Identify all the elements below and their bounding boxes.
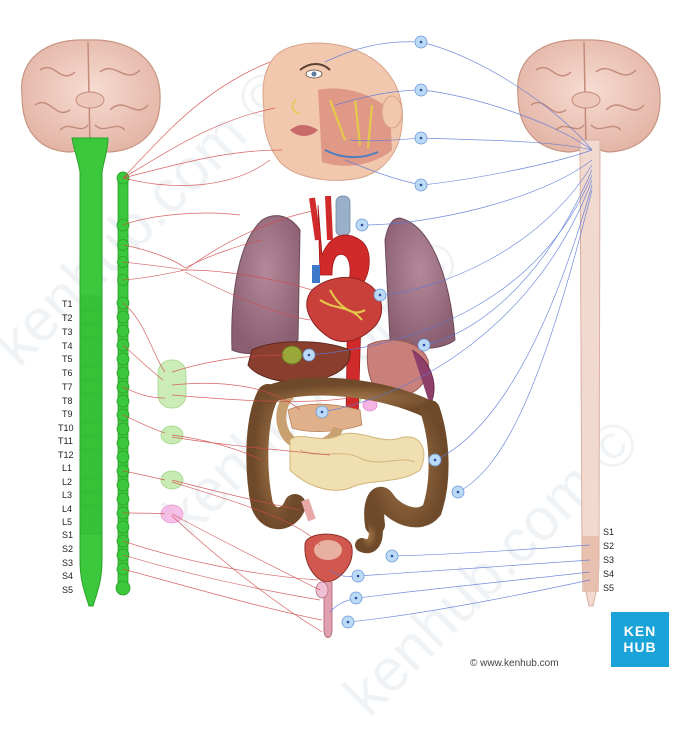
carotid-arteries (309, 195, 333, 241)
left-brain (21, 39, 161, 153)
credit-text: © www.kenhub.com (470, 658, 559, 669)
cord-label-t2: T2 (62, 313, 73, 323)
cord-label-s4: S4 (62, 571, 74, 581)
descending-colon (364, 400, 449, 535)
cord-label-s1: S1 (62, 530, 74, 540)
right-cord-label-s3: S3 (603, 555, 615, 565)
cord-label-s5: S5 (62, 585, 74, 595)
pancreas (287, 403, 363, 432)
face (262, 42, 403, 181)
credit-url: www.kenhub.com (480, 658, 559, 669)
cord-label-s2: S2 (62, 544, 74, 554)
cord-label-l1: L1 (62, 463, 73, 473)
cord-label-t9: T9 (62, 409, 73, 419)
stomach (366, 339, 429, 399)
cord-label-t8: T8 (62, 396, 73, 406)
diagram-canvas (21, 35, 661, 638)
kenhub-logo: KEN HUB (611, 612, 669, 667)
left-spinal-cord (71, 137, 109, 607)
transverse-colon (259, 377, 439, 419)
right-cord-label-s4: S4 (603, 569, 615, 579)
right-brain (517, 39, 661, 153)
cord-label-l5: L5 (62, 517, 73, 527)
cord-label-t6: T6 (62, 368, 73, 378)
cord-label-t5: T5 (62, 354, 73, 364)
sympathetic-chain (115, 171, 131, 596)
cord-label-t7: T7 (62, 382, 73, 392)
left-cord-segments (80, 295, 102, 535)
vena-cava (312, 265, 320, 283)
cord-label-l3: L3 (62, 490, 73, 500)
left-lung (231, 215, 301, 355)
right-cord-label-s1: S1 (603, 527, 615, 537)
autonomic-nervous-system-diagram: kenhub.com © kenhub.com © kenhub.com © (0, 35, 669, 728)
parasympathetic-nerves (309, 41, 593, 623)
cord-label-t4: T4 (62, 341, 73, 351)
testis (315, 581, 329, 599)
logo-line-1: KEN (623, 623, 657, 639)
small-intestine (289, 432, 425, 491)
cord-label-t1: T1 (62, 299, 73, 309)
sympathetic-nerves (122, 61, 351, 633)
cord-label-l2: L2 (62, 477, 73, 487)
cord-label-t11: T11 (58, 436, 73, 446)
spleen (411, 349, 435, 406)
trachea (335, 195, 351, 237)
logo-line-2: HUB (623, 639, 657, 655)
cord-label-s3: S3 (62, 558, 74, 568)
ascending-colon (246, 384, 306, 530)
cord-label-l4: L4 (62, 504, 73, 514)
rectum (301, 498, 316, 522)
right-lung (384, 217, 456, 349)
cord-label-t12: T12 (58, 450, 74, 460)
cord-label-t10: T10 (58, 423, 74, 433)
parasympathetic-ganglia (302, 35, 465, 629)
right-cord-label-s5: S5 (603, 583, 615, 593)
cord-label-t3: T3 (62, 327, 73, 337)
right-cord-label-s2: S2 (603, 541, 615, 551)
sigmoid-colon (355, 518, 383, 554)
sacral-region (582, 536, 599, 592)
thoracolumbar-region (80, 296, 102, 534)
